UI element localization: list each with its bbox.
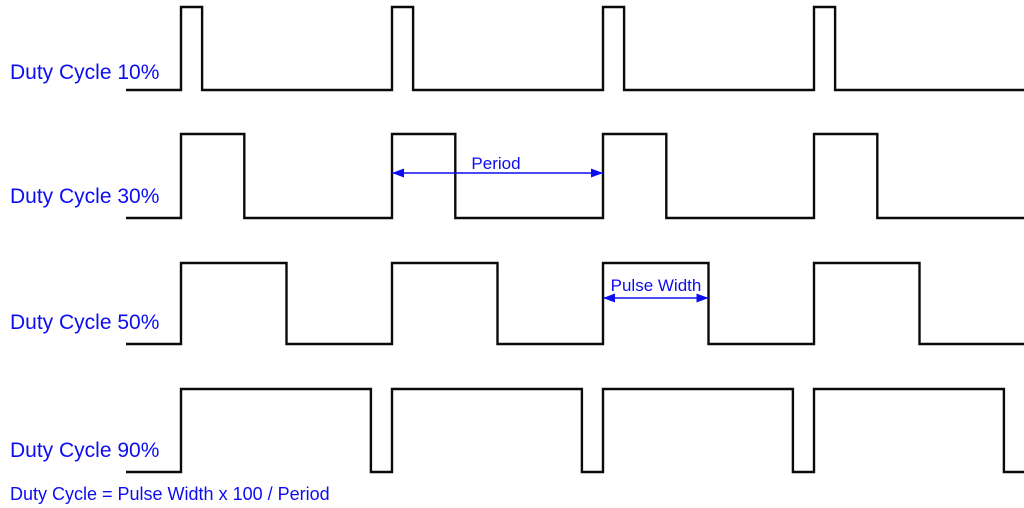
period-arrowhead-left xyxy=(392,168,404,178)
waveform-duty-30-path xyxy=(126,132,1024,220)
waveform-duty-50-path xyxy=(126,261,1024,346)
waveform-duty-10-path xyxy=(126,5,1024,92)
period-label: Period xyxy=(471,154,520,173)
waveform-duty-90-path xyxy=(126,387,1024,474)
pulse-width-arrowhead-left xyxy=(603,293,615,303)
pulse-width-annotation: Pulse Width xyxy=(603,276,709,303)
pulse-width-label: Pulse Width xyxy=(611,276,702,295)
period-arrowhead-right xyxy=(591,168,603,178)
row-label-duty-50: Duty Cycle 50% xyxy=(10,311,159,334)
period-annotation: Period xyxy=(392,154,603,178)
row-labels: Duty Cycle 10% Duty Cycle 30% Duty Cycle… xyxy=(10,61,159,462)
row-label-duty-10: Duty Cycle 10% xyxy=(10,61,159,84)
row-label-duty-90: Duty Cycle 90% xyxy=(10,439,159,462)
duty-cycle-formula: Duty Cycle = Pulse Width x 100 / Period xyxy=(10,484,330,504)
row-label-duty-30: Duty Cycle 30% xyxy=(10,185,159,208)
pulse-width-arrowhead-right xyxy=(696,293,709,303)
waveform-traces xyxy=(126,5,1024,474)
